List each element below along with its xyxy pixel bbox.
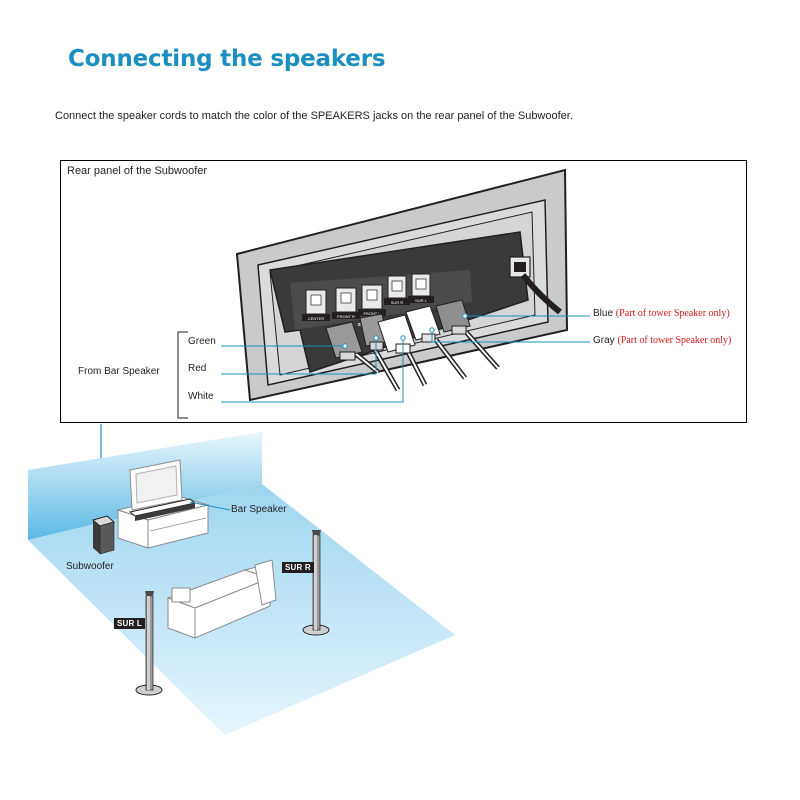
callout-lines (221, 313, 590, 403)
blue-cord-name: Blue (593, 308, 614, 319)
rear-panel-label: Rear panel of the Subwoofer (67, 165, 208, 177)
jack-label-sur-l: SUR L (415, 298, 428, 303)
intro-text: Connect the speaker cords to match the c… (55, 110, 573, 122)
tv (129, 459, 183, 513)
bar-speaker-label: Bar Speaker (231, 504, 287, 515)
gray-cord-label: Gray (Part of tower Speaker only) (593, 335, 731, 346)
jack-front-l (358, 284, 386, 316)
jack-sur-l (408, 273, 434, 303)
cord-group-bracket (177, 331, 188, 419)
jack-label-front-l: FRONT L (363, 311, 381, 316)
jack-front-r (332, 287, 360, 319)
from-bar-speaker-label: From Bar Speaker (78, 366, 160, 377)
white-callout-line (221, 338, 404, 403)
tower-speaker-sur-l (135, 591, 163, 696)
subwoofer (91, 515, 116, 555)
speaker-jacks: CENTER FRONT R FRONT L SUR R SUR L SPEAK… (302, 273, 434, 327)
jack-label-sur-r: SUR R (391, 300, 404, 305)
sur-r-tag: SUR R (282, 562, 314, 573)
room-illustration (28, 432, 455, 735)
blue-cord-label: Blue (Part of tower Speaker only) (593, 308, 730, 319)
green-cord-label: Green (188, 336, 216, 347)
gray-cord-name: Gray (593, 335, 615, 346)
bar-speaker (128, 498, 231, 521)
red-cord-label: Red (188, 363, 207, 374)
blue-plug (435, 299, 500, 370)
green-plug (325, 321, 380, 374)
red-callout-line (221, 338, 377, 375)
tower-speaker-sur-r (302, 530, 330, 636)
jack-label-center: CENTER (308, 316, 325, 321)
gray-cord-note: (Part of tower Speaker only) (617, 335, 732, 346)
page-title: Connecting the speakers (68, 46, 386, 72)
sofa (166, 559, 277, 639)
sur-l-tag: SUR L (114, 618, 145, 629)
gray-callout-line (431, 330, 590, 343)
jack-sur-r (384, 275, 410, 305)
white-cord-label: White (188, 391, 214, 402)
blue-cord-note: (Part of tower Speaker only) (615, 308, 730, 319)
rear-panel-frame (60, 160, 747, 423)
jack-center (302, 289, 330, 321)
subwoofer-label: Subwoofer (66, 561, 114, 572)
jack-label-front-r: FRONT R (337, 314, 355, 319)
